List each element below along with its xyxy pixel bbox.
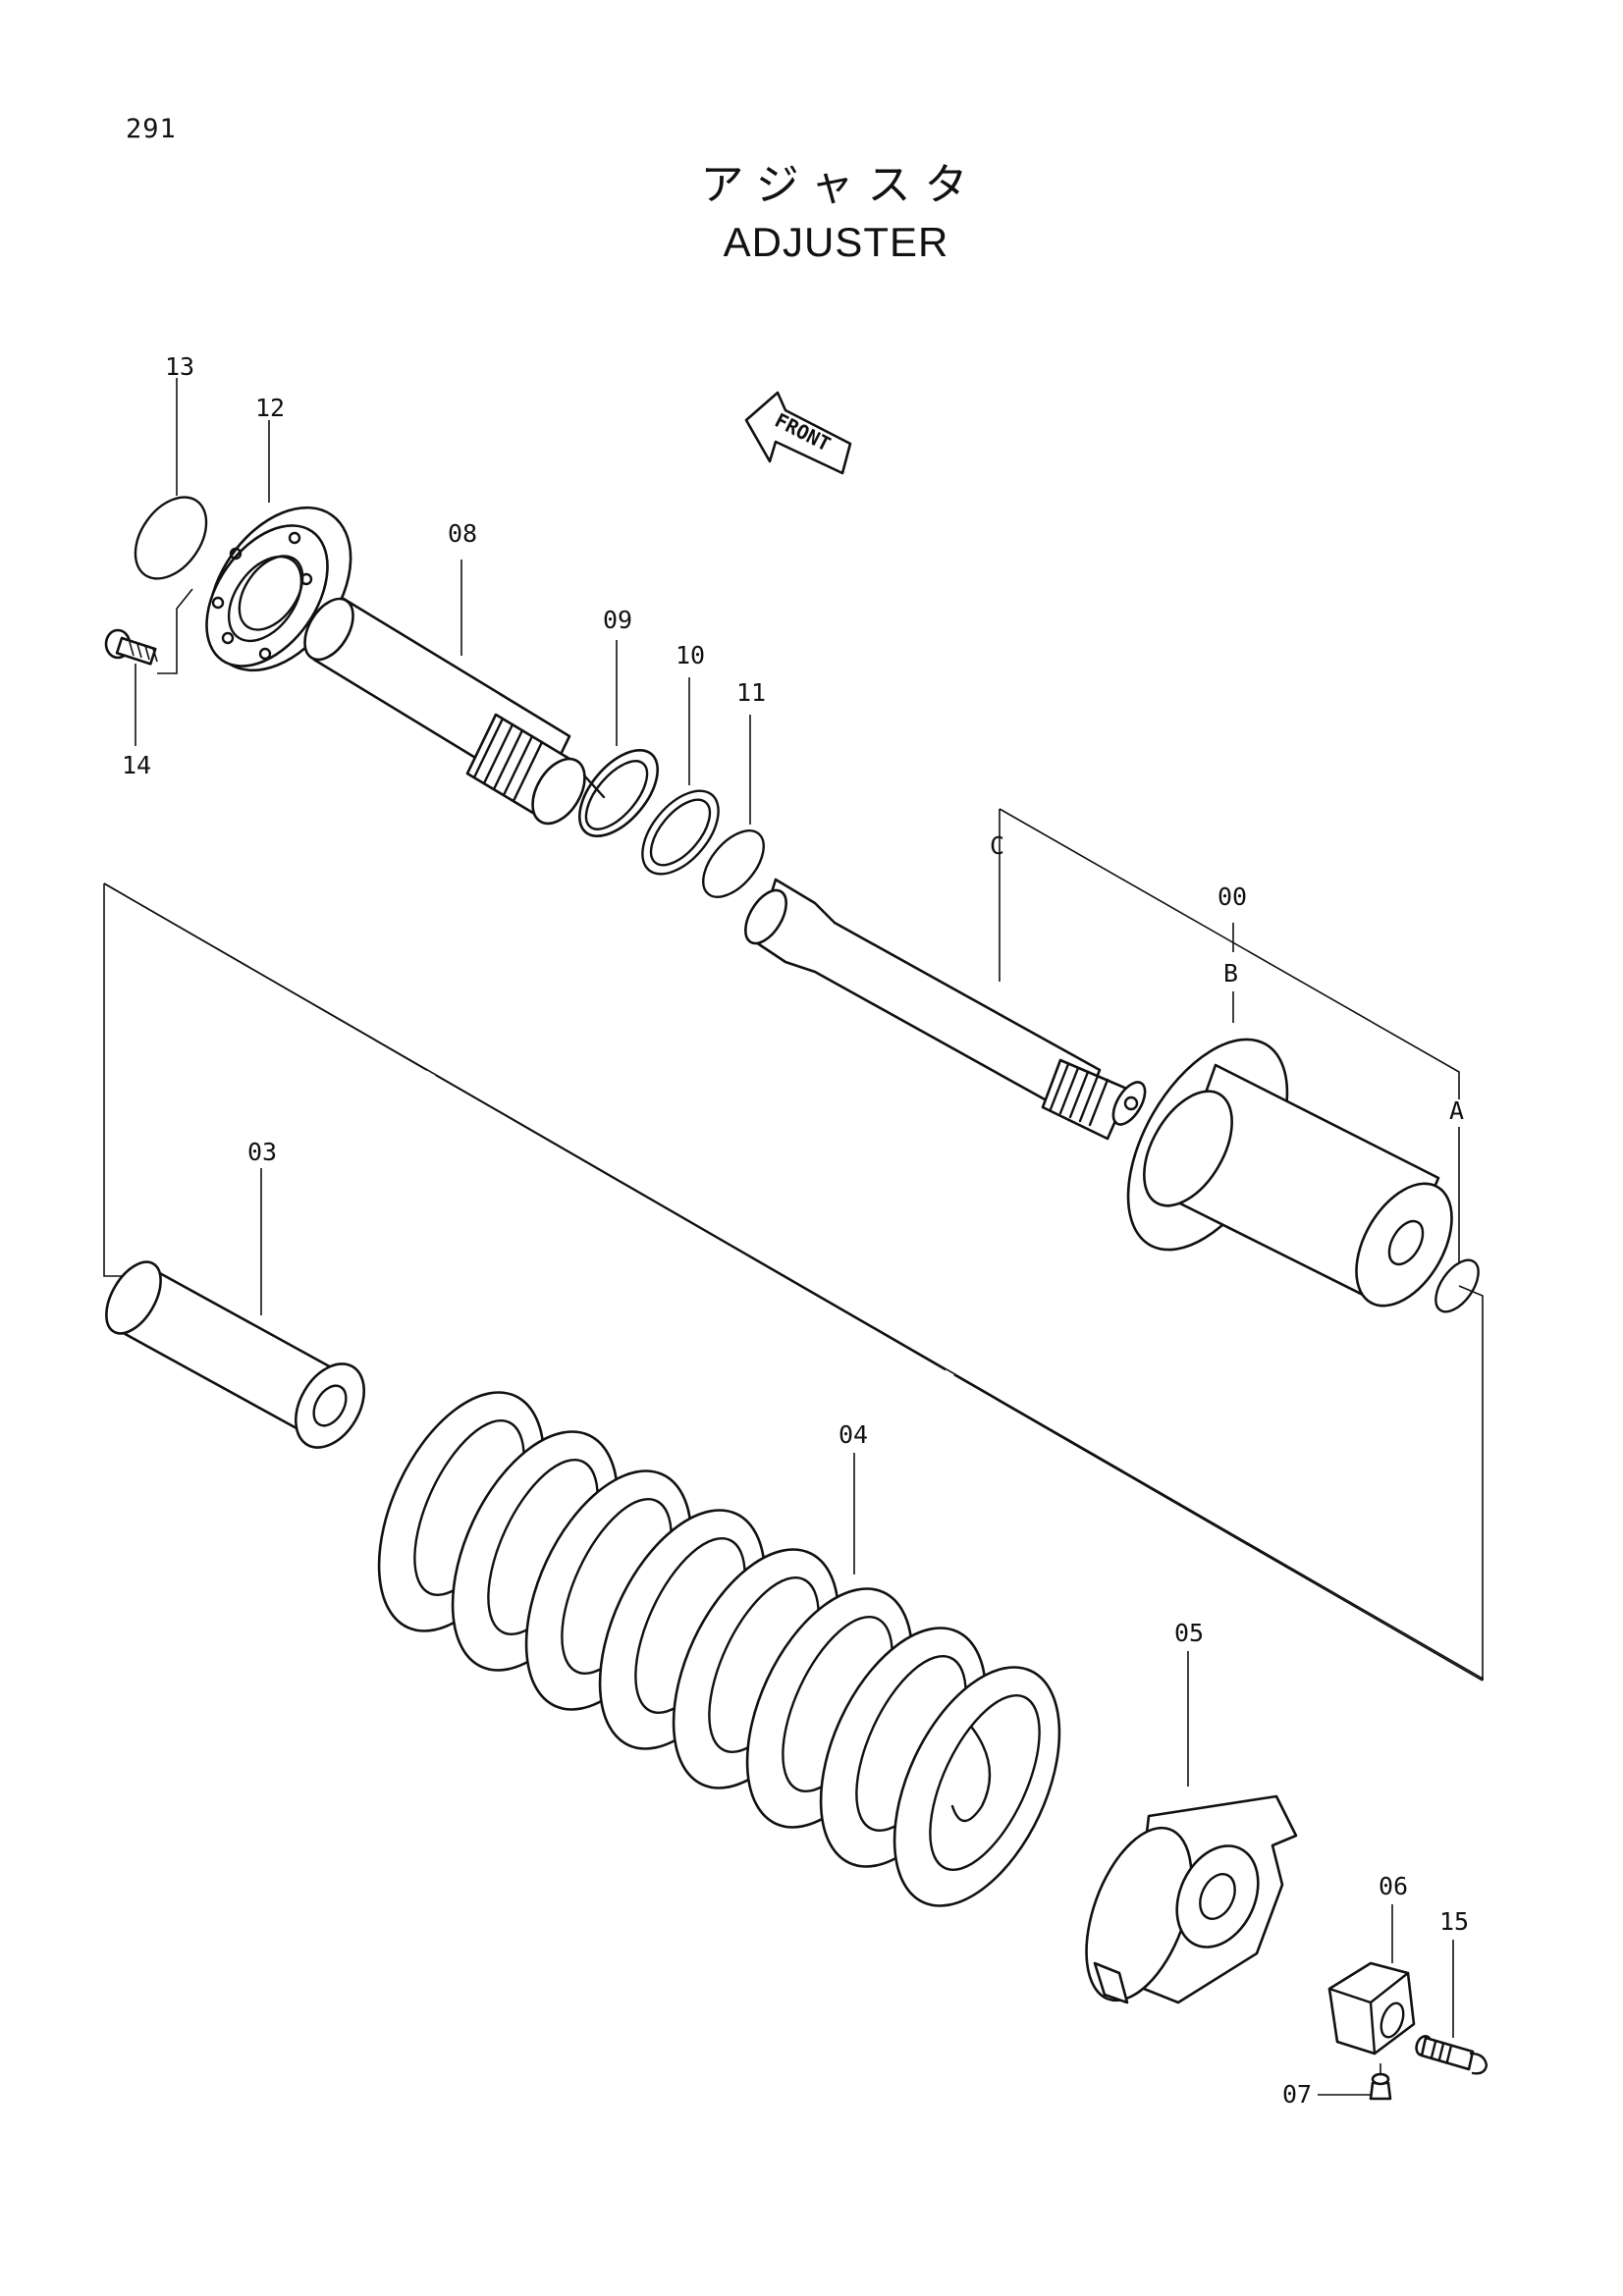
part-15-grease-valve <box>1415 1940 1488 2075</box>
callout-label: 09 <box>603 606 632 634</box>
title-english: ADJUSTER <box>723 219 949 265</box>
callout-label: 14 <box>122 751 151 779</box>
callout-label: 12 <box>255 394 285 422</box>
callout-label: 05 <box>1174 1619 1204 1647</box>
title-block: アジャスタ ADJUSTER <box>0 157 1623 271</box>
callout-labels: 13 12 14 08 09 10 11 C 00 B A 03 04 05 0… <box>122 352 1469 2109</box>
callout-label: 04 <box>839 1420 868 1449</box>
part-06-nut <box>1327 1904 1416 2056</box>
callout-label: A <box>1449 1096 1464 1125</box>
title-japanese: アジャスタ <box>700 160 982 210</box>
part-a-retaining-ring <box>1434 1127 1480 1313</box>
part-14-bolt <box>104 628 158 746</box>
part-c-rod <box>744 878 1147 1141</box>
part-b-spring-seat <box>1126 923 1453 1308</box>
callout-label: B <box>1223 959 1238 988</box>
part-13-o-ring <box>134 378 208 580</box>
part-11-snap-ring <box>702 715 765 898</box>
part-03-spacer-tube <box>105 1168 365 1449</box>
callout-label: 13 <box>165 352 194 381</box>
part-05-end-plate <box>1085 1651 1298 2004</box>
part-07-grease-fitting <box>1318 2063 1392 2101</box>
callout-label: C <box>990 831 1004 860</box>
callout-label: 15 <box>1439 1907 1469 1936</box>
callout-label: 10 <box>676 641 705 669</box>
callout-label: 00 <box>1217 882 1247 911</box>
callout-label: 11 <box>736 678 766 707</box>
assembly-outline <box>103 808 1484 1682</box>
front-direction-arrow: FRONT <box>744 391 852 475</box>
part-08-cylinder <box>303 560 586 826</box>
callout-label: 03 <box>247 1138 277 1166</box>
callout-label: 07 <box>1282 2080 1312 2109</box>
callout-label: 06 <box>1379 1872 1408 1900</box>
page-number: 291 <box>126 114 177 144</box>
part-10-backup-ring <box>641 677 720 876</box>
part-04-coil-spring <box>377 1391 1061 1907</box>
part-09-seal <box>577 640 660 838</box>
callout-label: 08 <box>448 519 477 548</box>
